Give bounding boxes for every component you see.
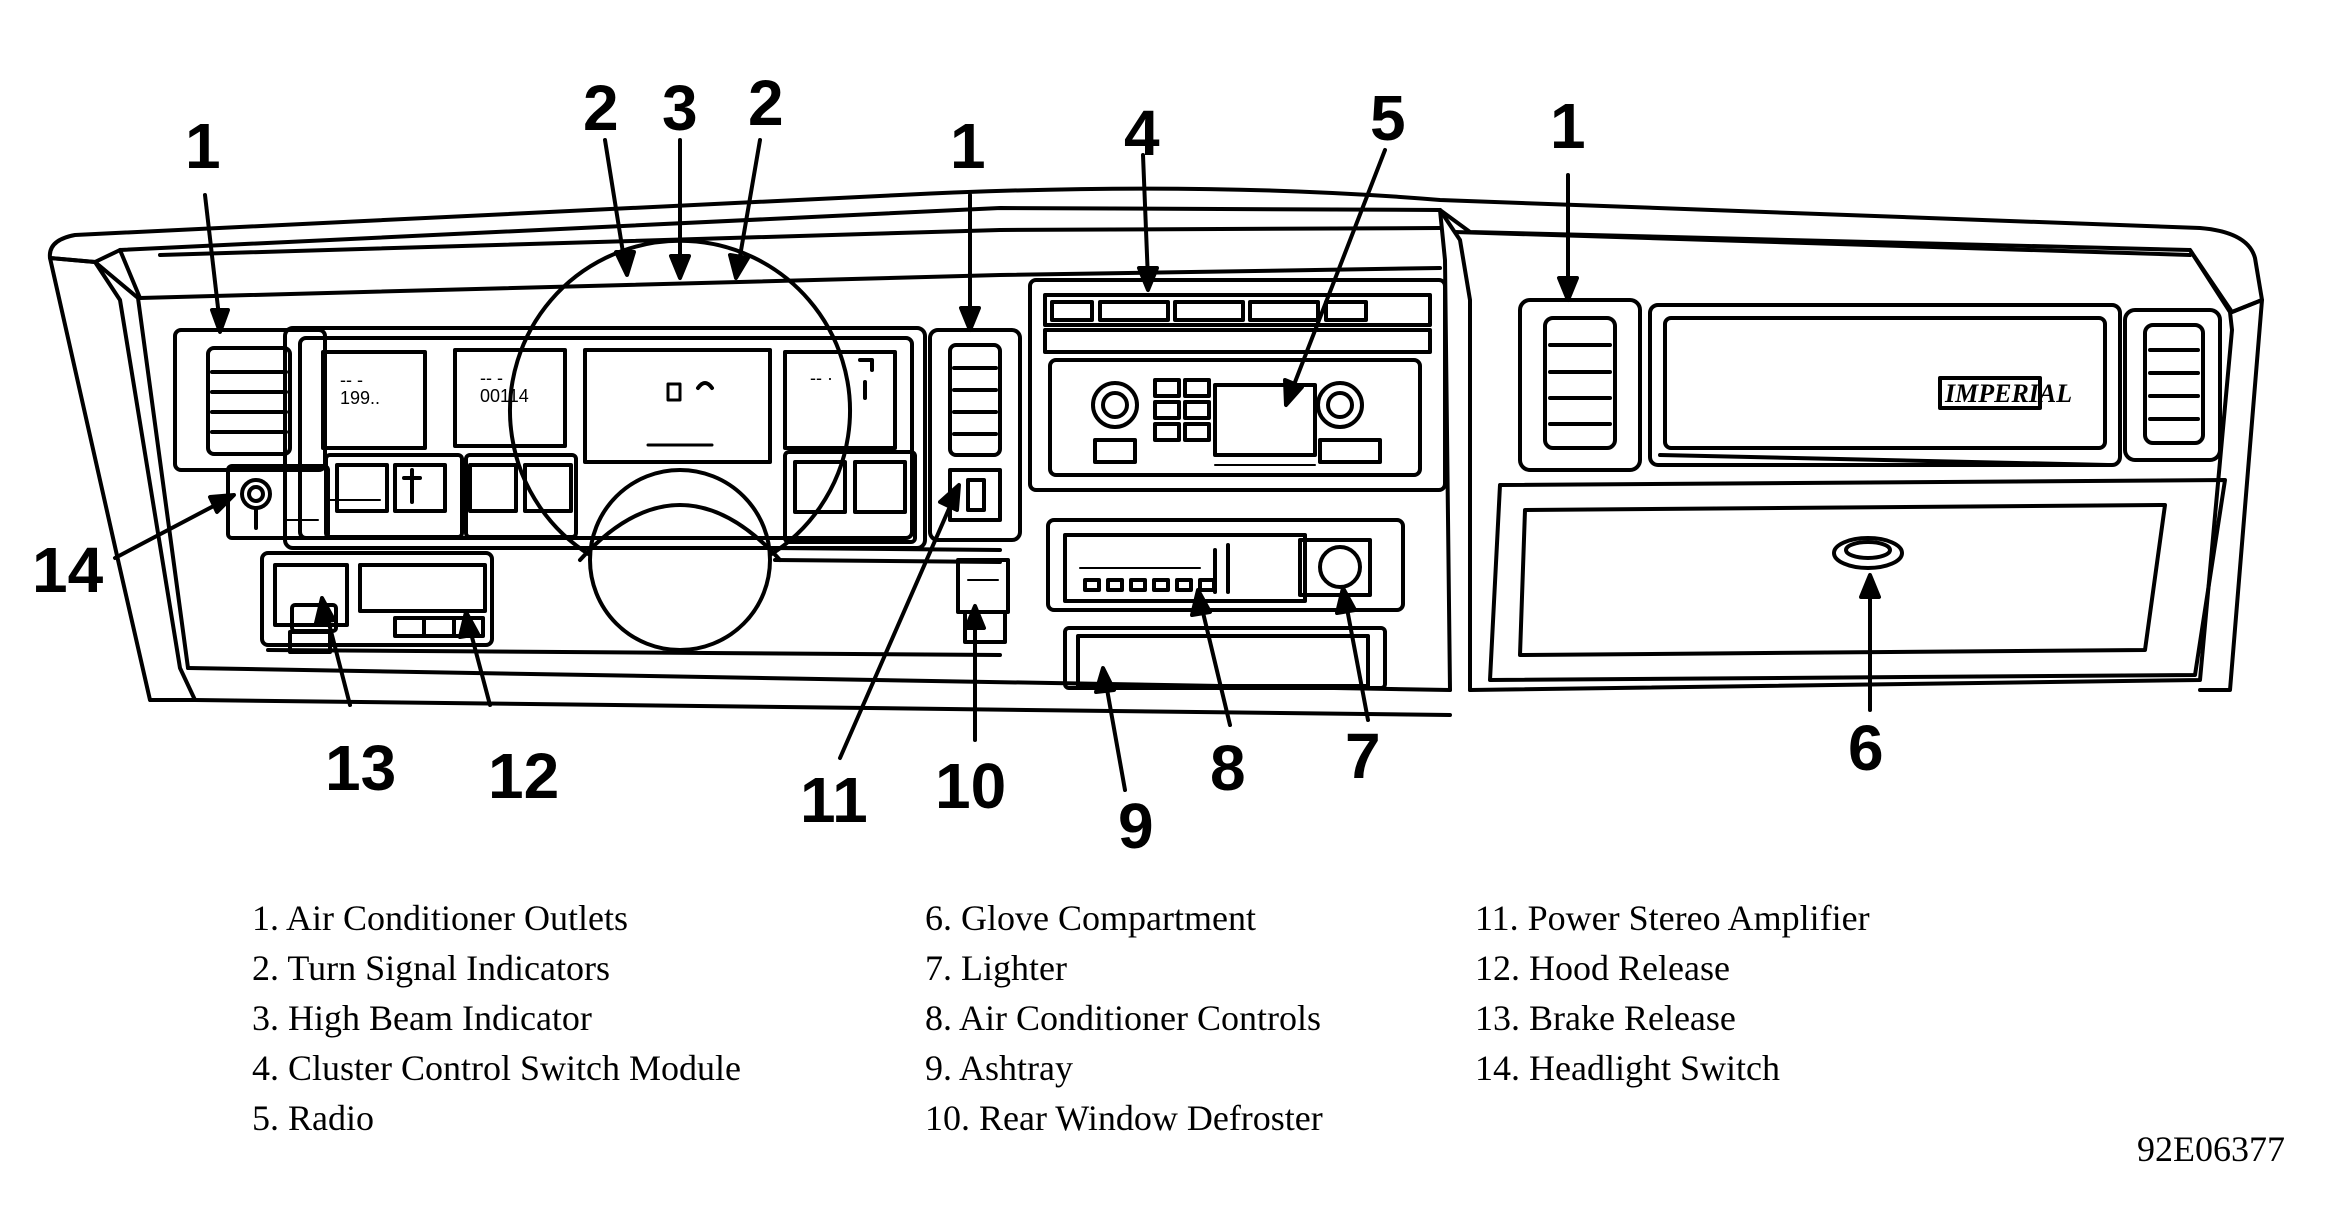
instrument-cluster: -- - 199.. -- - 00114 -- · (283, 326, 927, 550)
left-ac-outlet (173, 328, 327, 472)
legend-item: 6. Glove Compartment (925, 898, 1256, 938)
callout-1-right: 1 (1550, 90, 1586, 162)
callout-13: 13 (325, 732, 396, 804)
callout-1-left: 1 (185, 110, 221, 182)
right-ac-outlet (1518, 298, 1642, 472)
callout-8: 8 (1210, 732, 1246, 804)
callout-4: 4 (1124, 97, 1160, 169)
legend-item: 11. Power Stereo Amplifier (1475, 898, 1870, 938)
leader-lines (113, 138, 1881, 792)
legend-item: 2. Turn Signal Indicators (252, 948, 611, 988)
legend-column-1: 1. Air Conditioner Outlets 2. Turn Signa… (252, 893, 741, 1143)
headlight-switch (226, 464, 330, 540)
far-right-ac-outlet (2123, 308, 2222, 462)
legend-item: 10. Rear Window Defroster (925, 1098, 1323, 1138)
figure-code: 92E06377 (2137, 1129, 2285, 1169)
svg-text:-- ·: -- · (810, 368, 833, 388)
callout-9: 9 (1118, 790, 1154, 860)
callout-11: 11 (800, 764, 868, 836)
glove-compartment (1488, 478, 2227, 682)
legend-item: 14. Headlight Switch (1475, 1048, 1780, 1088)
legend-column-3: 11. Power Stereo Amplifier 12. Hood Rele… (1475, 893, 1870, 1093)
svg-text:-- -: -- - (340, 370, 363, 390)
callout-6: 6 (1848, 712, 1884, 784)
legend-item: 7. Lighter (925, 948, 1067, 988)
callout-10: 10 (935, 750, 1006, 822)
lower-left-panel (260, 551, 1002, 657)
dashboard-diagram: -- - 199.. -- - 00114 -- · (32, 67, 2264, 860)
callout-1-center: 1 (950, 110, 986, 182)
legend-item: 12. Hood Release (1475, 948, 1730, 988)
legend-item: 4. Cluster Control Switch Module (252, 1048, 741, 1088)
dashboard-shell (47, 186, 2264, 717)
legend-item: 13. Brake Release (1475, 998, 1736, 1038)
callout-12: 12 (488, 740, 559, 812)
callout-2-right: 2 (748, 67, 784, 139)
legend-item: 3. High Beam Indicator (252, 998, 592, 1038)
callout-3: 3 (662, 72, 698, 144)
legend-item: 9. Ashtray (925, 1048, 1073, 1088)
center-ac-outlet (928, 328, 1022, 542)
svg-text:00114: 00114 (480, 386, 529, 406)
svg-text:-- -: -- - (480, 368, 503, 388)
imperial-badge: IMPERIAL (1944, 379, 2072, 408)
callout-5: 5 (1370, 82, 1406, 154)
callout-14: 14 (32, 534, 104, 606)
legend-column-2: 6. Glove Compartment 7. Lighter 8. Air C… (925, 893, 1323, 1143)
svg-text:199..: 199.. (340, 388, 380, 408)
legend-item: 1. Air Conditioner Outlets (252, 898, 628, 938)
legend-item: 8. Air Conditioner Controls (925, 998, 1321, 1038)
center-stack (1028, 278, 1447, 690)
rear-defroster-switch (956, 558, 1010, 644)
callout-2-left: 2 (583, 72, 619, 144)
callout-7: 7 (1345, 720, 1381, 792)
imperial-panel (1648, 303, 2122, 467)
legend-item: 5. Radio (252, 1098, 374, 1138)
